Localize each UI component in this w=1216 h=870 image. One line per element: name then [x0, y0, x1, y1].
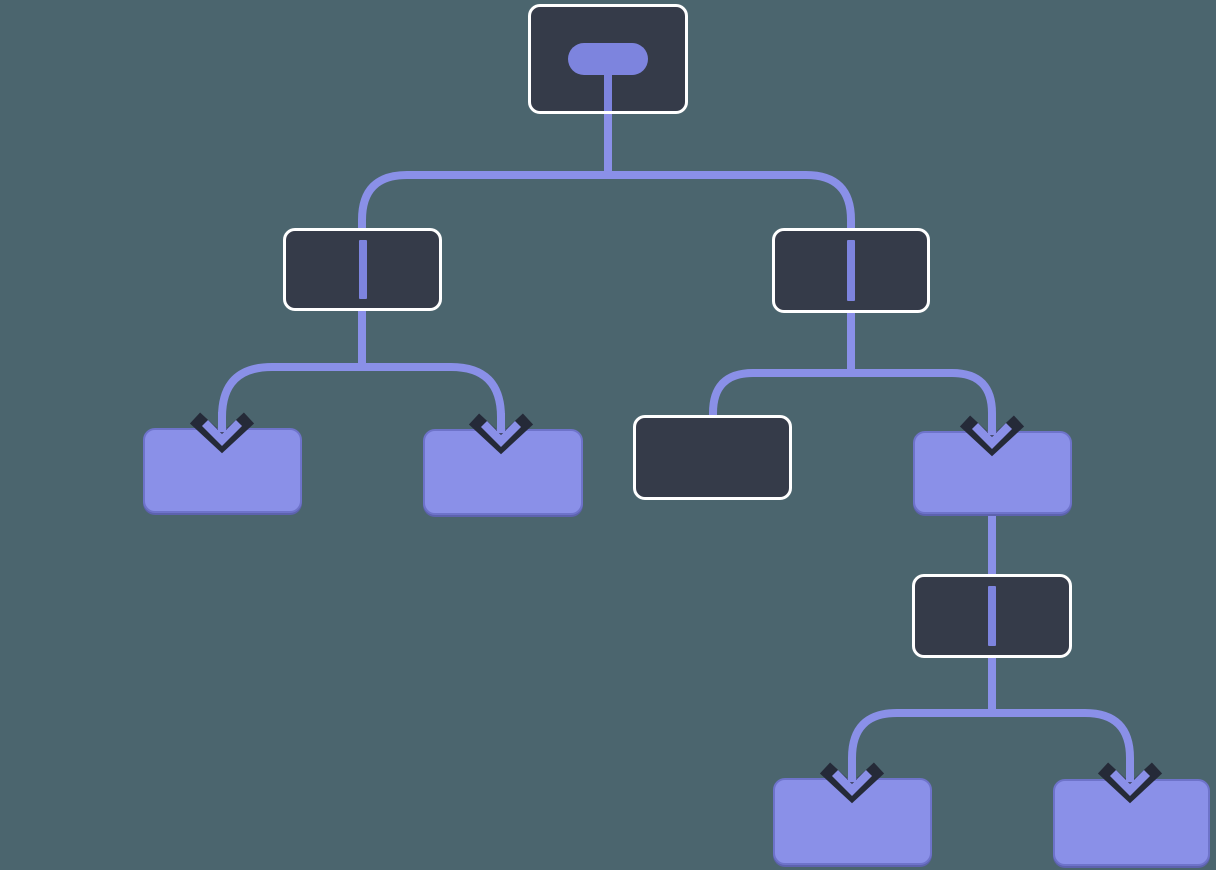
node-branch-bottom[interactable]	[912, 574, 1072, 658]
node-leaf-1[interactable]	[143, 428, 302, 513]
connector-root-split	[358, 171, 855, 232]
node-leaf-4[interactable]	[913, 431, 1072, 514]
node-leaf-6[interactable]	[1053, 779, 1210, 866]
node-branch-left[interactable]	[283, 228, 442, 311]
node-leaf-3[interactable]	[633, 415, 792, 500]
passthrough-line	[988, 586, 996, 646]
connector-left-split	[218, 363, 505, 424]
node-leaf-2[interactable]	[423, 429, 583, 515]
connector-bottom-split	[848, 709, 1134, 772]
node-root[interactable]	[528, 4, 688, 114]
node-branch-right[interactable]	[772, 228, 930, 313]
node-root-pill-stem	[604, 69, 612, 111]
connector-right-split	[709, 369, 996, 427]
passthrough-line	[847, 240, 855, 301]
passthrough-line	[358, 240, 367, 299]
node-leaf-5[interactable]	[773, 778, 932, 865]
